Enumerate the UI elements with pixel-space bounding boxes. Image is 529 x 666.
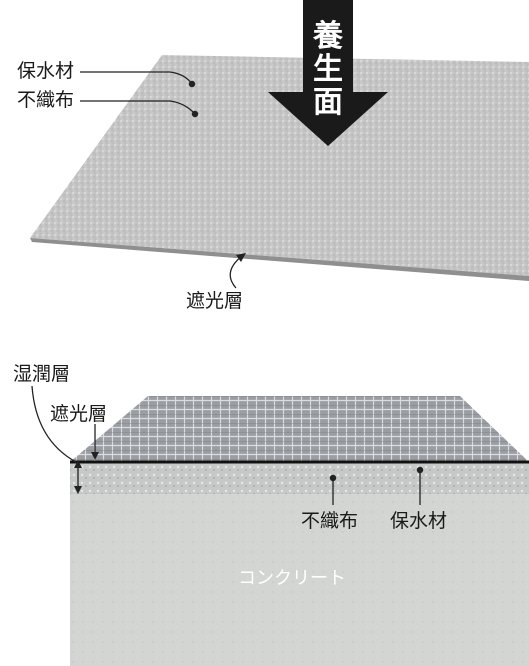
sheet-surface bbox=[30, 55, 529, 276]
label-nonwoven-top: 不織布 bbox=[17, 89, 75, 111]
label-light-shield-bottom: 遮光層 bbox=[50, 403, 108, 425]
downward-arrow-icon bbox=[268, 0, 388, 146]
nonwoven-layer bbox=[70, 462, 529, 494]
light-shield-foil bbox=[70, 396, 529, 462]
sheet-edge bbox=[30, 238, 529, 281]
label-water-retention-top: 保水材 bbox=[17, 60, 75, 82]
label-water-retention-bottom: 保水材 bbox=[390, 510, 448, 532]
label-concrete: コンクリート bbox=[238, 568, 346, 589]
arrow-char-2: 生 bbox=[313, 52, 343, 87]
label-moisture-layer: 湿潤層 bbox=[13, 363, 71, 385]
label-light-shield-top: 遮光層 bbox=[186, 290, 244, 312]
leader-moisture-layer bbox=[31, 385, 77, 463]
arrow-char-3: 面 bbox=[313, 85, 343, 120]
label-nonwoven-bottom: 不織布 bbox=[301, 510, 359, 532]
concrete-block bbox=[70, 494, 529, 666]
arrow-char-1: 養 bbox=[313, 19, 343, 54]
